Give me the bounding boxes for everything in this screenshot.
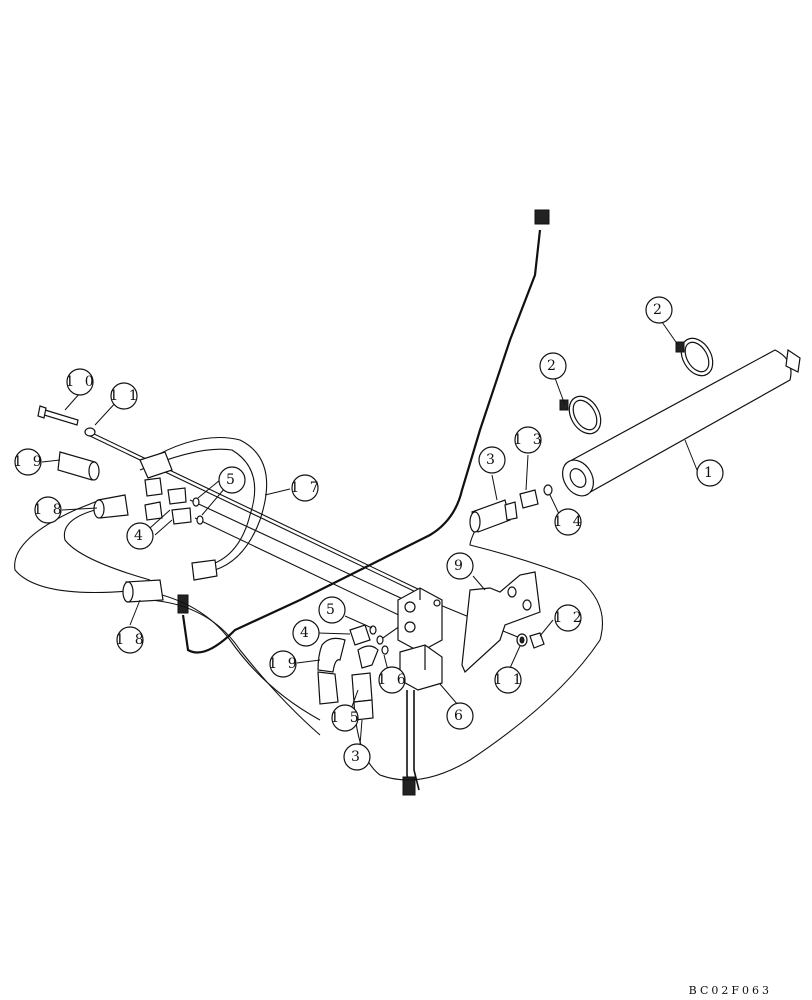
valve-block [397,587,443,691]
drawing-code: BC02F063 [689,984,772,997]
valve-lead [402,690,420,796]
callout-12: 1 2 [553,604,584,632]
svg-text:2: 2 [547,358,559,374]
svg-text:1 9: 1 9 [13,454,44,470]
svg-text:6: 6 [454,708,466,724]
svg-text:4: 4 [134,528,146,544]
callout-19-top: 1 9 [13,448,44,476]
clamps-2 [559,337,714,435]
bolt-10 [37,405,79,426]
connector-top [534,209,550,225]
nut-washer-11-12 [516,632,545,649]
callout-11-top: 1 1 [109,382,140,410]
svg-text:1 2: 1 2 [553,610,584,626]
callout-10: 1 0 [65,368,96,396]
callout-11-bottom: 1 1 [493,666,524,694]
callout-4-top: 4 [126,522,154,550]
svg-text:1 8: 1 8 [33,502,64,518]
callout-1: 1 [696,459,724,487]
svg-text:1 1: 1 1 [109,388,140,404]
callout-6: 6 [446,702,474,730]
svg-text:1 0: 1 0 [65,374,96,390]
bracket-9 [461,571,541,674]
callout-14: 1 4 [553,508,584,536]
svg-text:1 8: 1 8 [115,632,146,648]
callout-18-top: 1 8 [33,496,64,524]
callout-5-top: 5 [218,466,246,494]
hose-loops [14,437,604,781]
svg-text:3: 3 [351,749,363,765]
valve-connector [402,776,416,796]
svg-text:1 1: 1 1 [493,672,524,688]
svg-text:1 4: 1 4 [553,514,584,530]
callout-3-bottom: 3 [343,743,371,771]
svg-text:4: 4 [300,625,312,641]
svg-text:9: 9 [454,558,466,574]
callout-4-bottom: 4 [292,619,320,647]
fittings-top-left [57,451,218,603]
callout-2-left: 2 [539,352,567,380]
svg-text:1 7: 1 7 [290,480,321,496]
fittings-bottom [317,624,389,721]
callout-17: 1 7 [290,474,321,502]
callout-16: 1 6 [377,666,408,694]
callout-5-bottom: 5 [318,596,346,624]
svg-text:5: 5 [226,472,238,488]
leader-lines [41,321,698,746]
svg-text:1 9: 1 9 [268,656,299,672]
wire-harness [177,209,550,654]
svg-text:1 5: 1 5 [330,710,361,726]
callout-15: 1 5 [330,704,361,732]
callout-19-bottom: 1 9 [268,650,299,678]
svg-text:1: 1 [704,465,716,481]
svg-text:1 3: 1 3 [513,432,544,448]
svg-text:5: 5 [326,602,338,618]
callout-18-bottom: 1 8 [115,626,146,654]
svg-text:3: 3 [486,452,498,468]
svg-text:2: 2 [653,302,665,318]
callout-3-top: 3 [478,446,506,474]
connector-left [177,594,189,614]
accumulator-1 [561,348,801,497]
callout-9: 9 [446,552,474,580]
fittings-middle [469,484,553,533]
callout-13: 1 3 [513,426,544,454]
washer-11-top [84,427,96,437]
svg-text:1 6: 1 6 [377,672,408,688]
callout-2-right: 2 [645,296,673,324]
